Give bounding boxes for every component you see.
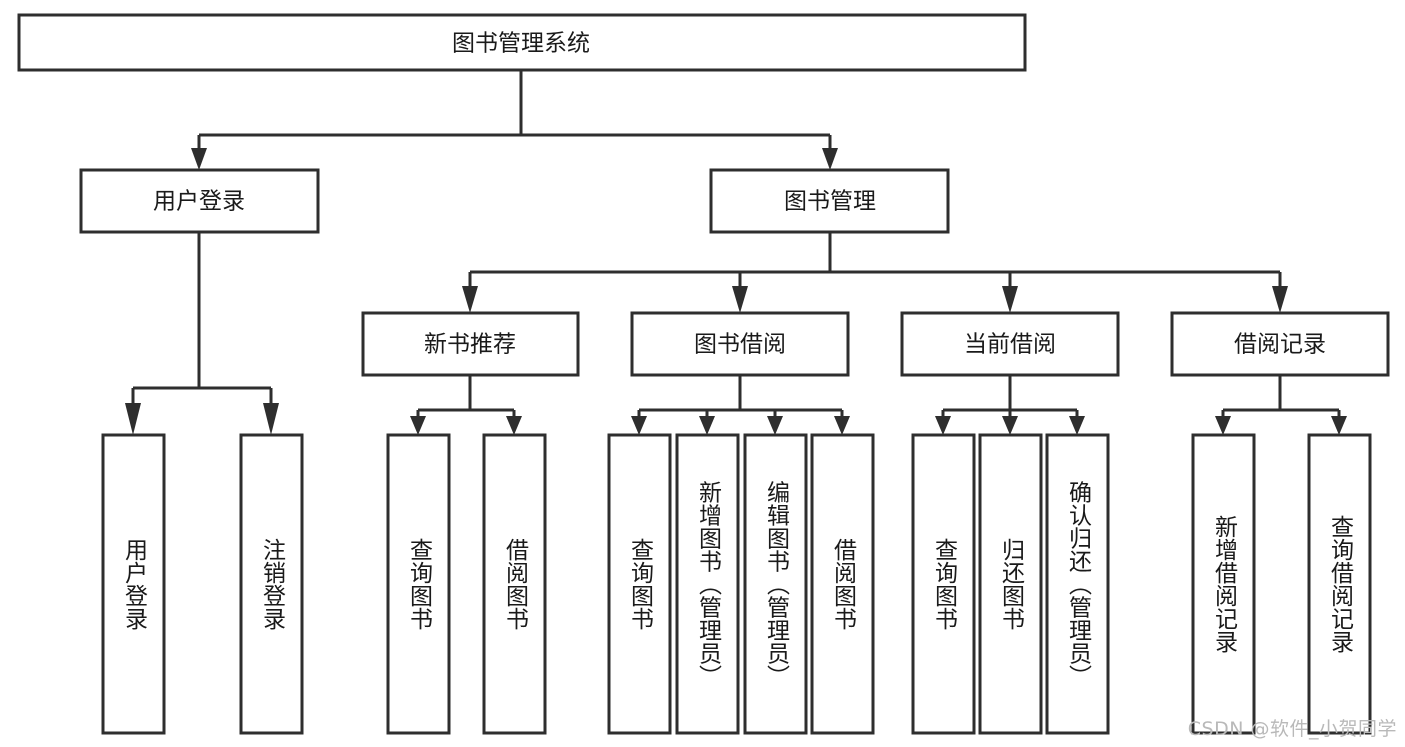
node-leaf-query-book-1-box[interactable]: [386, 433, 451, 735]
arrowhead-leaf-confirm-return: [1069, 416, 1085, 435]
node-leaf-query-record-box[interactable]: [1307, 433, 1372, 735]
node-leaf-borrow-book-1-label: 借阅图书: [502, 538, 530, 630]
node-leaf-borrow-book-1-box[interactable]: [482, 433, 547, 735]
node-leaf-borrow-book-2-box[interactable]: [810, 433, 875, 735]
node-leaf-confirm-return-box[interactable]: [1045, 433, 1110, 735]
node-leaf-user-login-box[interactable]: [101, 433, 166, 735]
arrowhead-leaf-add-book: [699, 416, 715, 435]
node-book-borrow[interactable]: 图书借阅: [630, 311, 850, 377]
node-book-borrow-label: 图书借阅: [694, 332, 786, 358]
node-book-management-label: 图书管理: [784, 189, 876, 215]
arrowhead-leaf-query-book-3: [935, 416, 951, 435]
node-leaf-borrow-book-2[interactable]: 借阅图书: [810, 433, 875, 735]
arrowhead-current-borrow: [1002, 286, 1018, 313]
node-leaf-query-book-2[interactable]: 查询图书: [607, 433, 672, 735]
node-leaf-query-book-3-box[interactable]: [911, 433, 976, 735]
node-current-borrow[interactable]: 当前借阅: [900, 311, 1120, 377]
node-leaf-query-record[interactable]: 查询借阅记录: [1307, 433, 1372, 735]
node-book-borrow-box[interactable]: [630, 311, 850, 377]
node-book-management-box[interactable]: [709, 168, 950, 234]
node-borrow-record-box[interactable]: [1170, 311, 1390, 377]
node-leaf-user-login[interactable]: 用户登录: [101, 433, 166, 735]
arrowhead-user-login: [191, 148, 207, 170]
node-user-login[interactable]: 用户登录: [79, 168, 320, 234]
node-leaf-logout-login-box[interactable]: [239, 433, 304, 735]
arrowhead-leaf-query-book-1: [410, 416, 426, 435]
node-new-book-recommend-label: 新书推荐: [424, 332, 516, 358]
node-leaf-query-book-2-label: 查询图书: [627, 538, 655, 630]
arrowhead-leaf-query-record: [1331, 416, 1347, 435]
node-leaf-return-book-box[interactable]: [978, 433, 1043, 735]
node-leaf-confirm-return[interactable]: 确认归还（管理员）: [1045, 433, 1110, 735]
arrowhead-leaf-add-record: [1215, 416, 1231, 435]
node-leaf-edit-book-box[interactable]: [743, 433, 808, 735]
node-user-login-label: 用户登录: [153, 189, 245, 215]
node-leaf-user-login-label: 用户登录: [121, 538, 149, 630]
connector-layer: [125, 70, 1347, 435]
node-leaf-query-record-label: 查询借阅记录: [1327, 515, 1355, 653]
node-leaf-return-book-label: 归还图书: [998, 538, 1026, 630]
node-borrow-record-label: 借阅记录: [1234, 332, 1326, 358]
arrowhead-leaf-borrow-book-2: [834, 416, 850, 435]
node-leaf-add-book-label: 新增图书（管理员）: [695, 481, 723, 688]
node-leaf-query-book-2-box[interactable]: [607, 433, 672, 735]
node-book-management[interactable]: 图书管理: [709, 168, 950, 234]
arrowhead-new-book-recommend: [462, 286, 478, 313]
arrowhead-book-management: [822, 148, 838, 170]
arrowhead-book-borrow: [732, 286, 748, 313]
node-leaf-add-book[interactable]: 新增图书（管理员）: [675, 433, 740, 735]
node-leaf-logout-login[interactable]: 注销登录: [239, 433, 304, 735]
arrowhead-leaf-return-book: [1002, 416, 1018, 435]
node-leaf-add-record[interactable]: 新增借阅记录: [1191, 433, 1256, 735]
arrowhead-borrow-record: [1272, 286, 1288, 313]
node-leaf-logout-login-label: 注销登录: [259, 538, 287, 630]
arrowhead-leaf-edit-book: [767, 416, 783, 435]
node-root[interactable]: 图书管理系统: [17, 13, 1027, 72]
node-current-borrow-box[interactable]: [900, 311, 1120, 377]
node-leaf-add-book-box[interactable]: [675, 433, 740, 735]
node-new-book-recommend[interactable]: 新书推荐: [361, 311, 580, 377]
node-leaf-edit-book-label: 编辑图书（管理员）: [763, 481, 791, 688]
arrowhead-leaf-borrow-book-1: [506, 416, 522, 435]
node-leaf-add-record-label: 新增借阅记录: [1211, 515, 1239, 653]
node-root-box[interactable]: [17, 13, 1027, 72]
arrowhead-leaf-user-login: [125, 403, 141, 435]
node-leaf-confirm-return-label: 确认归还（管理员）: [1065, 481, 1093, 688]
node-borrow-record[interactable]: 借阅记录: [1170, 311, 1390, 377]
node-user-login-box[interactable]: [79, 168, 320, 234]
node-leaf-query-book-3-label: 查询图书: [931, 538, 959, 630]
node-leaf-query-book-3[interactable]: 查询图书: [911, 433, 976, 735]
node-new-book-recommend-box[interactable]: [361, 311, 580, 377]
node-leaf-query-book-1-label: 查询图书: [406, 538, 434, 630]
arrowhead-leaf-query-book-2: [631, 416, 647, 435]
node-leaf-query-book-1[interactable]: 查询图书: [386, 433, 451, 735]
node-leaf-add-record-box[interactable]: [1191, 433, 1256, 735]
node-leaf-borrow-book-2-label: 借阅图书: [830, 538, 858, 630]
node-leaf-return-book[interactable]: 归还图书: [978, 433, 1043, 735]
node-root-label: 图书管理系统: [452, 31, 590, 57]
node-leaf-edit-book[interactable]: 编辑图书（管理员）: [743, 433, 808, 735]
node-leaf-borrow-book-1[interactable]: 借阅图书: [482, 433, 547, 735]
arrowhead-leaf-logout-login: [263, 403, 279, 435]
node-current-borrow-label: 当前借阅: [964, 332, 1056, 358]
